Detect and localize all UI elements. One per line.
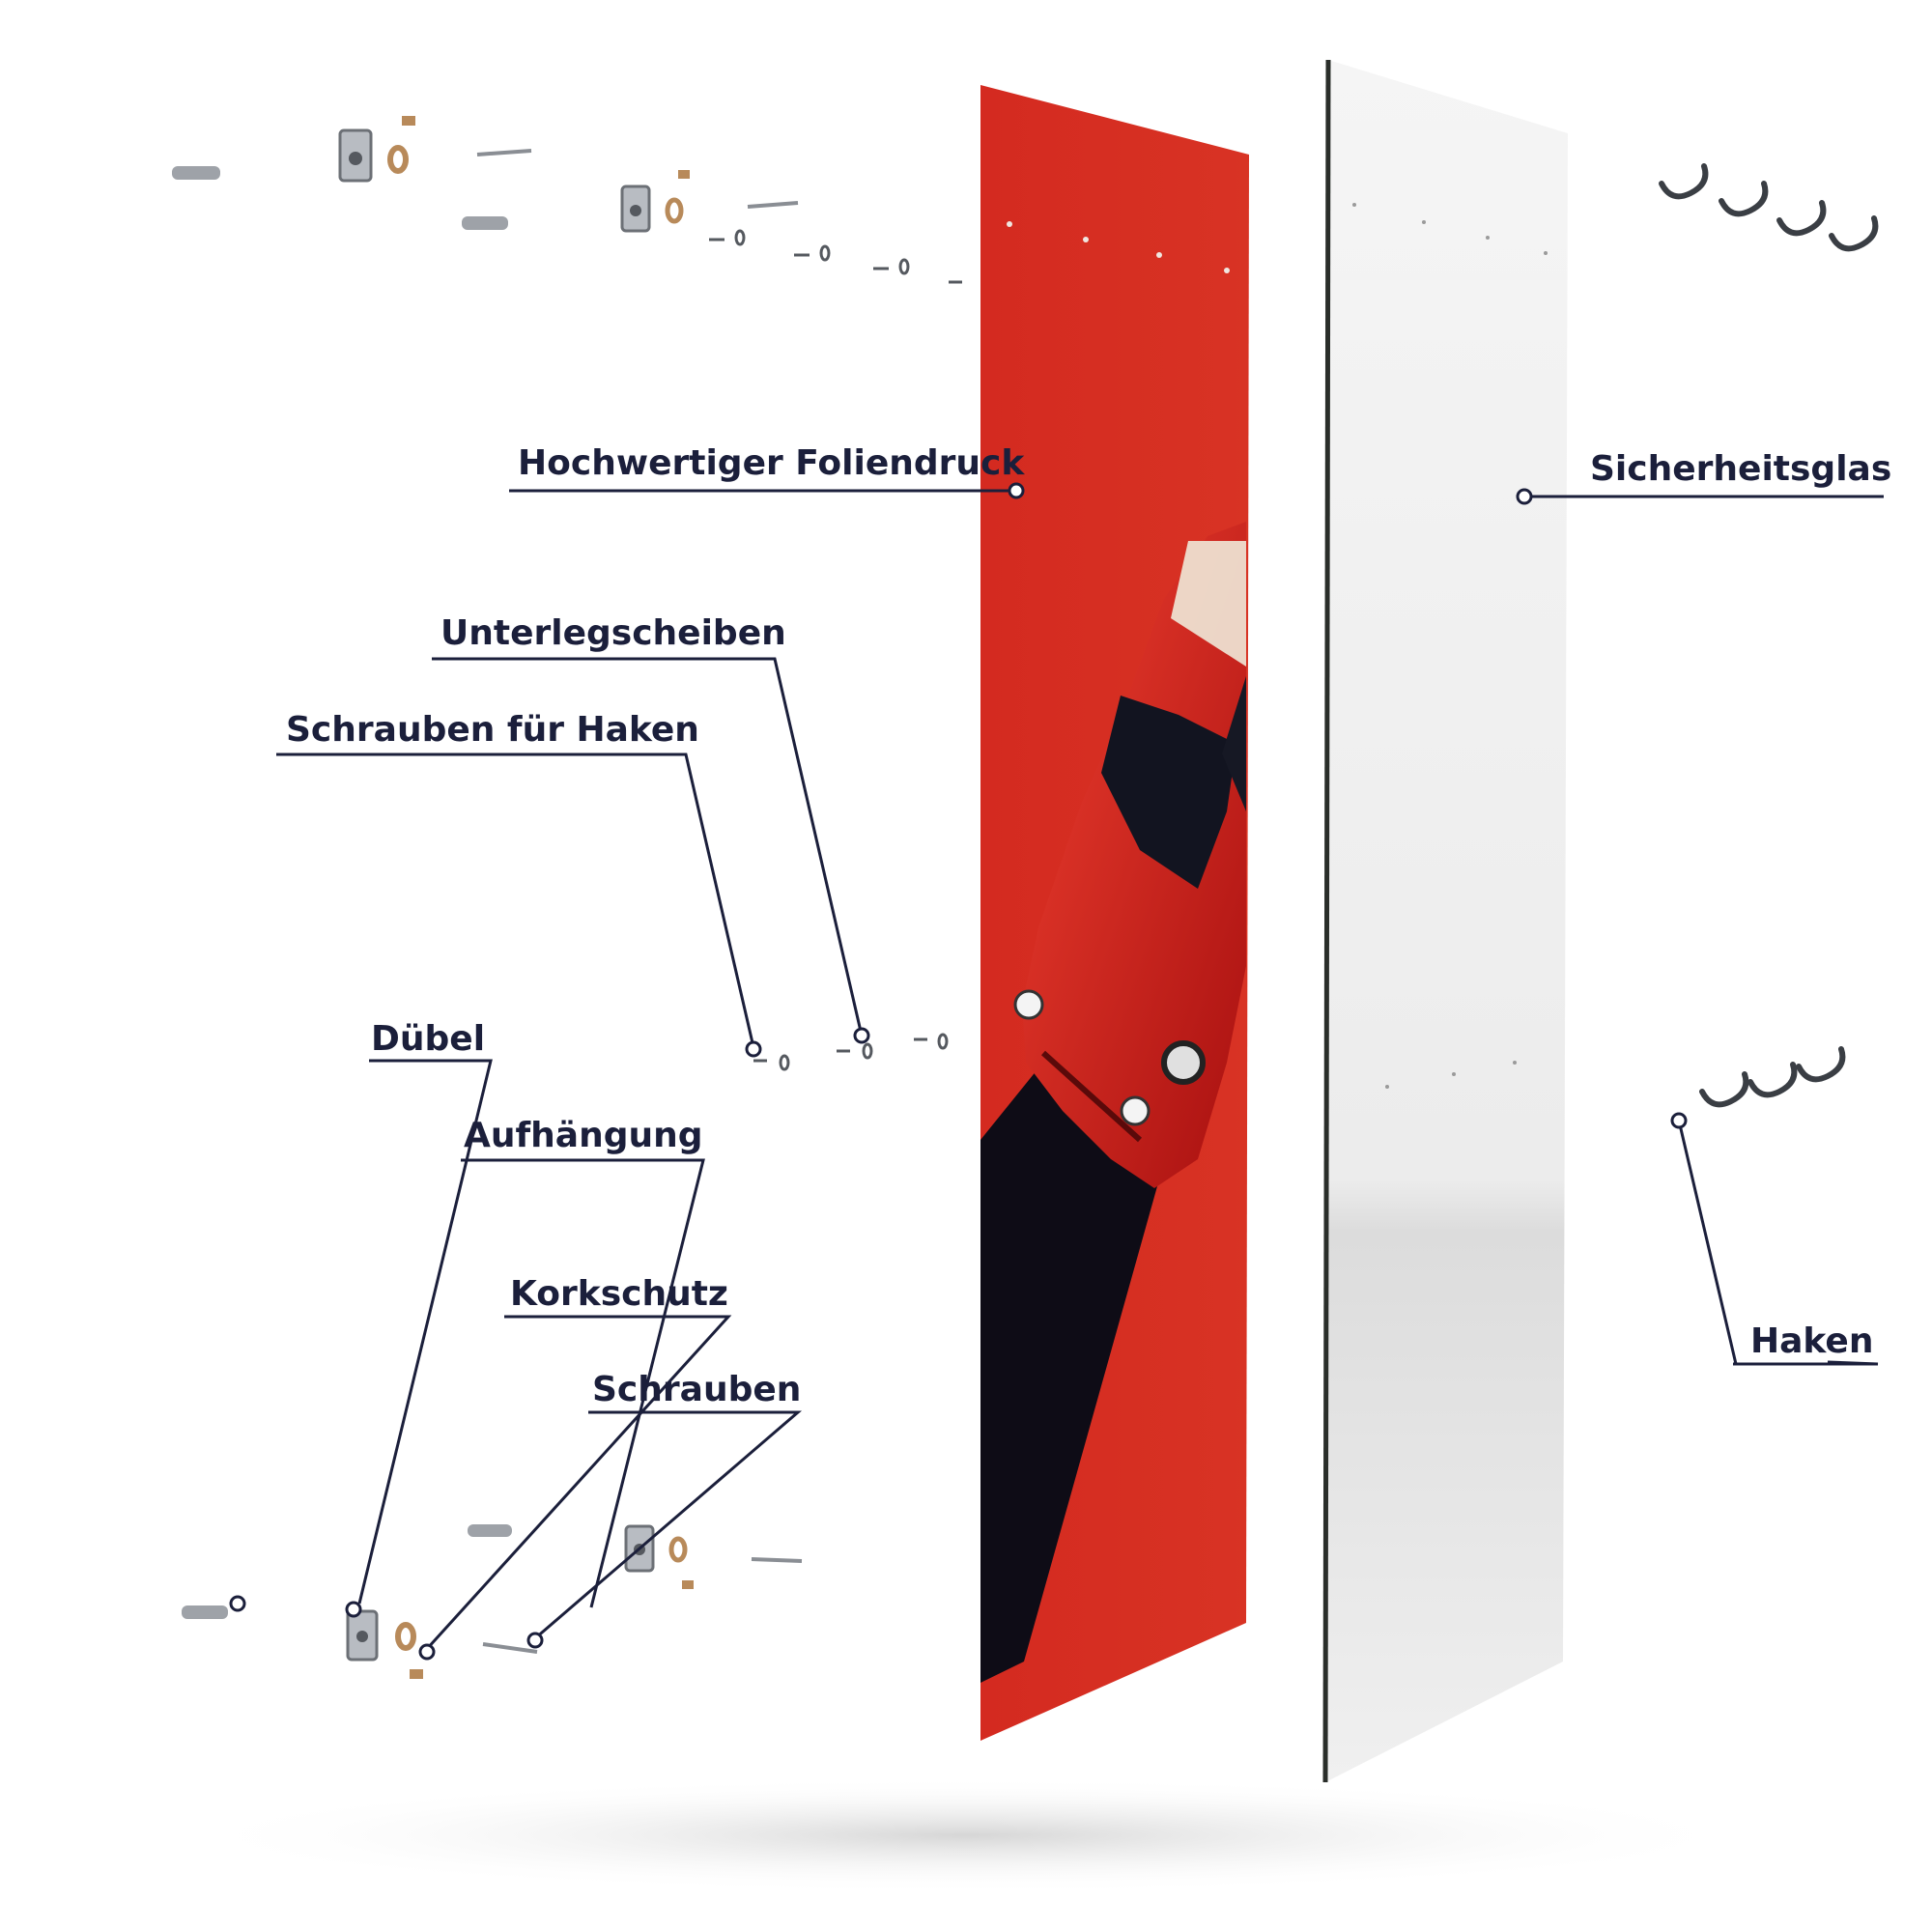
bracket-icon bbox=[620, 185, 651, 233]
washer-icon bbox=[395, 1536, 688, 1651]
label-schrauben-fuer-haken: Schrauben für Haken bbox=[286, 710, 699, 750]
print-panel bbox=[980, 85, 1249, 1741]
screw-icon bbox=[482, 1557, 803, 1654]
label-duebel: Dübel bbox=[371, 1019, 486, 1059]
label-haken: Haken bbox=[1750, 1321, 1874, 1361]
label-sicherheitsglas: Sicherheitsglas bbox=[1590, 449, 1892, 489]
label-aufhaengung: Aufhängung bbox=[464, 1116, 703, 1155]
floor-shadow bbox=[174, 1777, 1758, 1893]
washer-icon bbox=[387, 145, 409, 174]
label-korkschutz: Korkschutz bbox=[510, 1274, 728, 1314]
hook-icon bbox=[1659, 163, 1879, 252]
leader-lines bbox=[276, 489, 1884, 1652]
dowel-icon bbox=[172, 166, 220, 180]
bottom-hardware bbox=[182, 1524, 803, 1679]
label-unterlegscheiben: Unterlegscheiben bbox=[440, 613, 786, 653]
cork-pad-icon bbox=[402, 116, 690, 179]
bracket-icon bbox=[338, 128, 373, 183]
middle-hardware bbox=[753, 1033, 949, 1071]
screw-icon bbox=[476, 149, 799, 209]
car-illustration bbox=[1013, 522, 1246, 1188]
dowel-icon bbox=[462, 216, 508, 230]
top-hardware bbox=[172, 116, 1879, 284]
dowel-icon bbox=[182, 1524, 512, 1619]
leader-endpoints bbox=[229, 482, 1688, 1661]
label-schrauben: Schrauben bbox=[592, 1370, 802, 1409]
washer-icon bbox=[665, 197, 684, 224]
cork-pad-icon bbox=[410, 1580, 694, 1679]
hook-screw-icon bbox=[709, 229, 962, 284]
label-foliendruck: Hochwertiger Foliendruck bbox=[518, 443, 1025, 483]
hook-icon bbox=[1699, 1046, 1846, 1108]
glass-panel bbox=[1322, 59, 1568, 1783]
